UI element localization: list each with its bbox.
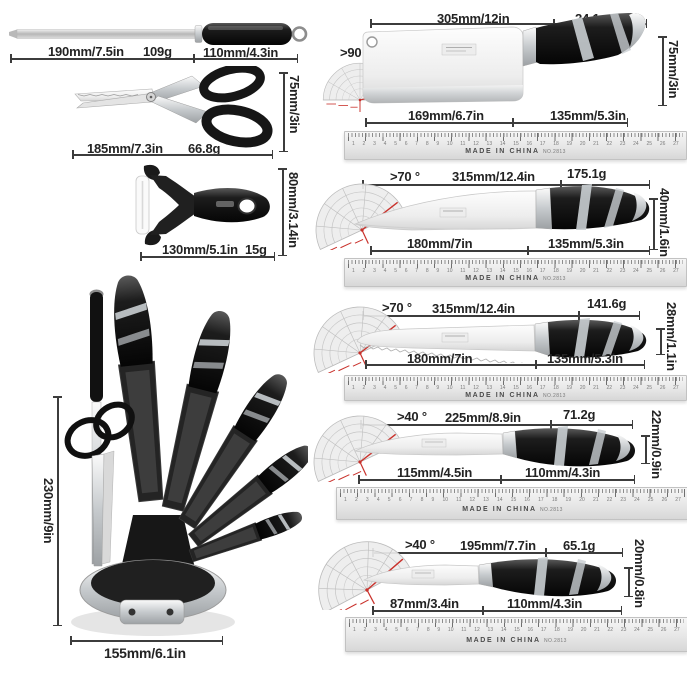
peeler-dim-line (140, 252, 275, 262)
utility-knife-blade-length-label: 115mm/4.5in (397, 465, 473, 480)
block-width-line (70, 636, 223, 646)
bread-knife-width-line (656, 328, 666, 355)
ruler-ticks (340, 489, 685, 497)
scissors-dim-line (72, 150, 273, 160)
sharpening-rod-figure (9, 23, 308, 45)
cleaver-blade-length-label: 169mm/6.7in (408, 108, 484, 123)
knife-block-figure (64, 275, 308, 636)
utility-knife-width-line (641, 435, 651, 464)
scissors-weight-label: 66.8g (188, 141, 221, 156)
chef-knife-blade-length-label: 180mm/7in (407, 236, 473, 251)
cleaver-bottom-dim-line (365, 118, 628, 128)
ruler-made-in-label: MADE IN CHINA NO.2813 (465, 392, 566, 399)
rod-dim-line (10, 54, 298, 64)
brand-stamp (441, 332, 469, 343)
brand-stamp (411, 569, 435, 579)
block-knife (114, 275, 308, 563)
chef-knife-width-label: 40mm/1.6in (657, 188, 672, 257)
ruler-made-in-label: MADE IN CHINA NO.2813 (465, 148, 566, 155)
bread-knife-weight-label: 141.6g (587, 296, 627, 311)
cleaver-width-label: 75mm/3in (666, 40, 681, 99)
paring-knife-total-length-label: 195mm/7.7in (460, 538, 536, 553)
scissors-height-line (279, 72, 289, 152)
bread-knife-edge-angle-label: >70 ° (382, 300, 412, 315)
paring-knife-edge-angle-label: >40 ° (405, 537, 435, 552)
chef-knife-bottom-dim-line (370, 246, 650, 256)
bread-knife-total-length-label: 315mm/12.4in (432, 301, 515, 316)
chef-knife-width-line (649, 198, 659, 250)
paring-knife-handle-length-label: 110mm/4.3in (507, 596, 583, 611)
paring-knife-blade-length-label: 87mm/3.4in (390, 596, 459, 611)
brand-stamp (421, 438, 447, 448)
ruler-ticks (349, 619, 684, 627)
paring-knife-width-label: 20mm/0.8in (632, 539, 647, 608)
cleaver-edge-angle-label: >90 ° (340, 45, 370, 60)
paring-knife-weight-label: 65.1g (563, 538, 596, 553)
block-width-label: 155mm/6.1in (104, 645, 186, 661)
chef-knife-weight-label: 175.1g (567, 166, 607, 181)
block-height-line (53, 396, 63, 626)
utility-knife-total-length-label: 225mm/8.9in (445, 410, 521, 425)
utility-knife-figure (353, 426, 636, 467)
peeler-length-label: 130mm/5.1in (162, 242, 238, 257)
ruler-made-in-label: MADE IN CHINA NO.2813 (465, 275, 566, 282)
bread-knife-handle-length-label: 135mm/5.3in (547, 351, 623, 366)
paring-knife-width-line (624, 567, 634, 597)
peeler-weight-label: 15g (245, 242, 267, 257)
utility-knife-handle-length-label: 110mm/4.3in (525, 465, 601, 480)
rod-handle-length-label: 110mm/4.3in (203, 45, 279, 60)
ruler-made-in-label: MADE IN CHINA NO.2813 (466, 637, 567, 644)
cleaver-figure (362, 13, 646, 104)
brand-stamp (216, 201, 234, 207)
cleaver-total-length-label: 305mm/12in (437, 11, 510, 26)
ruler-ticks (348, 133, 683, 141)
utility-knife-weight-label: 71.2g (563, 407, 596, 422)
scissors-figure (74, 66, 273, 148)
peeler-height-line (278, 168, 288, 256)
bread-knife-bottom-dim-line (365, 360, 645, 370)
chef-knife-edge-angle-label: >70 ° (390, 169, 420, 184)
paring-knife-bottom-dim-line (372, 606, 622, 616)
peeler-figure (135, 164, 270, 246)
bread-knife-width-label: 28mm/1.1in (664, 302, 679, 371)
chef-knife-figure (354, 184, 650, 231)
peeler-height-label: 80mm/3.14in (286, 172, 301, 248)
scissors-height-label: 75mm/3in (287, 75, 302, 134)
utility-knife-width-label: 22mm/0.9in (649, 410, 664, 479)
bread-knife-figure (356, 318, 647, 363)
ruler-ticks (348, 260, 683, 268)
ruler-made-in-label: MADE IN CHINA NO.2813 (462, 506, 563, 513)
block-height-label: 230mm/9in (41, 478, 56, 544)
rod-length-label: 190mm/7.5in (48, 44, 124, 59)
cleaver-handle-length-label: 135mm/5.3in (550, 108, 626, 123)
brand-stamp (441, 43, 477, 56)
chef-knife-total-length-label: 315mm/12.4in (452, 169, 535, 184)
rod-weight-label: 109g (143, 44, 172, 59)
utility-knife-bottom-dim-line (358, 475, 635, 485)
brand-stamp (439, 207, 467, 218)
chef-knife-handle-length-label: 135mm/5.3in (548, 236, 624, 251)
bread-knife-blade-length-label: 180mm/7in (407, 351, 473, 366)
scissors-length-label: 185mm/7.3in (87, 141, 163, 156)
cleaver-width-line (658, 36, 668, 106)
paring-knife-figure (362, 557, 617, 597)
utility-knife-edge-angle-label: >40 ° (397, 409, 427, 424)
ruler-ticks (348, 377, 683, 385)
